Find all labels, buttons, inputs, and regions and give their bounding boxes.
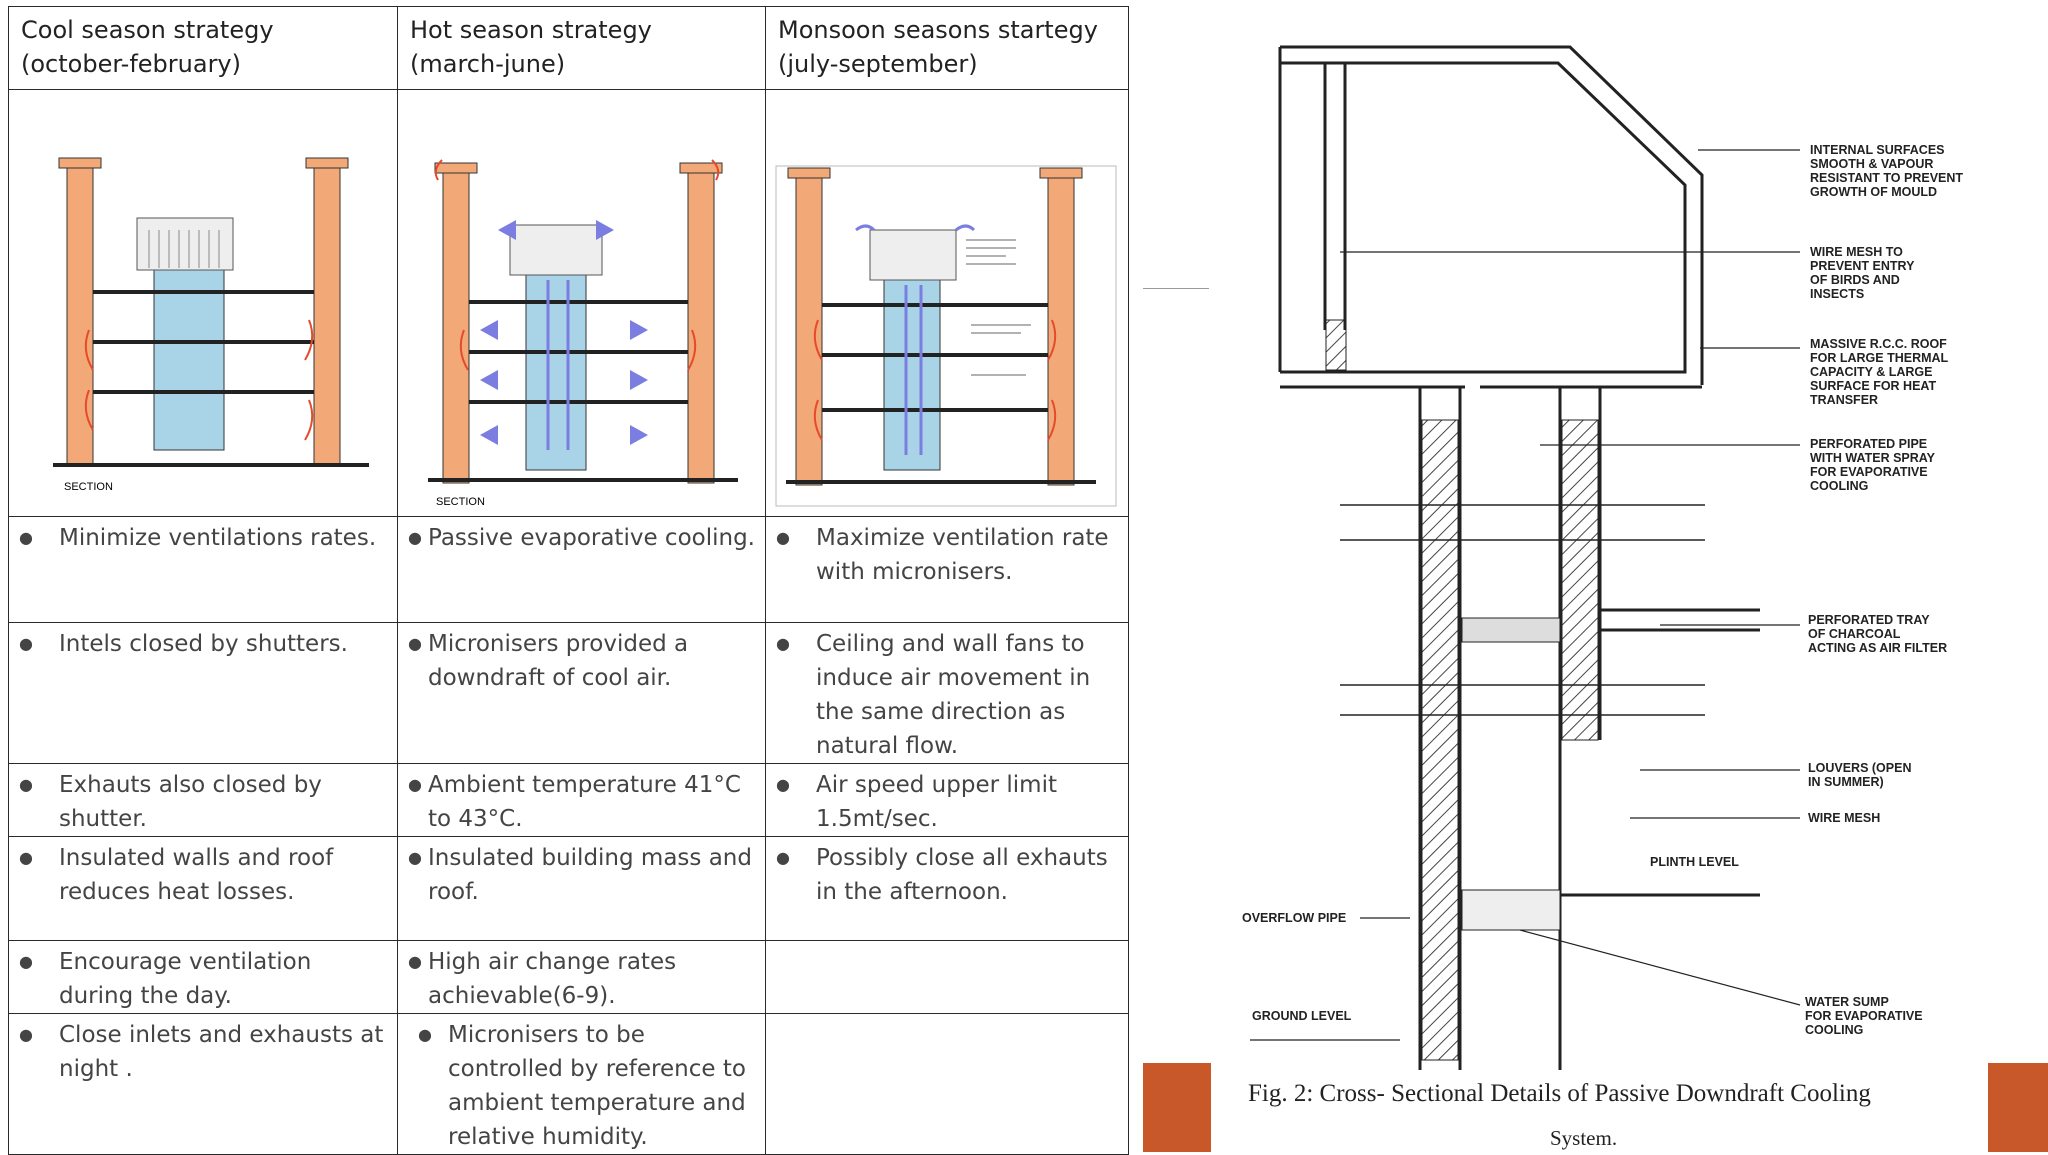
label-plinth-level: PLINTH LEVEL	[1650, 855, 1739, 869]
label-internal-surfaces-4: GROWTH OF MOULD	[1810, 185, 1937, 199]
cell-hot-6: ●Micronisers to be controlled by referen…	[397, 1013, 766, 1155]
label-wire-top-1: WIRE MESH TO	[1810, 245, 1903, 259]
label-internal-surfaces-2: SMOOTH & VAPOUR	[1810, 157, 1933, 171]
cell-cool-1: ●Minimize ventilations rates.	[8, 516, 398, 623]
cell-cool-6: ●Close inlets and exhausts at night .	[8, 1013, 398, 1155]
cell-cool-3: ●Exhauts also closed by shutter.	[8, 763, 398, 837]
label-internal-surfaces-3: RESISTANT TO PREVENT	[1810, 171, 1963, 185]
label-roof-5: TRANSFER	[1810, 393, 1878, 407]
accent-bar-left	[1143, 1063, 1211, 1152]
label-sump-1: WATER SUMP	[1805, 995, 1889, 1009]
hot-section-diagram: SECTION	[397, 89, 766, 517]
strategy-table: Cool season strategy(october-february) H…	[8, 6, 1129, 1155]
label-pipe-1: PERFORATED PIPE	[1810, 437, 1927, 451]
figure-caption: Fig. 2: Cross- Sectional Details of Pass…	[1248, 1080, 1871, 1107]
cell-cool-5: ●Encourage ventilation during the day.	[8, 940, 398, 1014]
cell-hot-5: ●High air change rates achievable(6-9).	[397, 940, 766, 1014]
label-louvers-2: IN SUMMER)	[1808, 775, 1884, 789]
cell-hot-2: ●Micronisers provided a downdraft of coo…	[397, 622, 766, 764]
figure-caption-line2: System.	[1550, 1126, 1618, 1150]
header-hot: Hot season strategy(march-june)	[397, 6, 766, 90]
cell-monsoon-1: ●Maximize ventilation rate with micronis…	[765, 516, 1129, 623]
header-monsoon: Monsoon seasons startegy(july-september)	[765, 6, 1129, 90]
label-overflow-pipe: OVERFLOW PIPE	[1242, 911, 1346, 925]
label-ground-level: GROUND LEVEL	[1252, 1009, 1352, 1023]
cell-cool-4: ●Insulated walls and roof reduces heat l…	[8, 836, 398, 941]
cell-hot-1: ●Passive evaporative cooling.	[397, 516, 766, 623]
monsoon-section-diagram	[765, 89, 1129, 517]
header-cool: Cool season strategy(october-february)	[8, 6, 398, 90]
label-wire-top-2: PREVENT ENTRY	[1810, 259, 1915, 273]
hot-section-label: SECTION	[436, 496, 485, 508]
label-tray-2: OF CHARCOAL	[1808, 627, 1901, 641]
label-roof-1: MASSIVE R.C.C. ROOF	[1810, 337, 1947, 351]
cell-cool-2: ●Intels closed by shutters.	[8, 622, 398, 764]
label-sump-2: FOR EVAPORATIVE	[1805, 1009, 1923, 1023]
label-louvers-1: LOUVERS (OPEN	[1808, 761, 1912, 775]
cell-monsoon-6	[765, 1013, 1129, 1155]
hot-section-svg: SECTION	[428, 159, 738, 508]
label-tray-3: ACTING AS AIR FILTER	[1808, 641, 1947, 655]
label-roof-3: CAPACITY & LARGE	[1810, 365, 1932, 379]
label-wire-mesh: WIRE MESH	[1808, 811, 1880, 825]
label-internal-surfaces-1: INTERNAL SURFACES	[1810, 143, 1945, 157]
cell-hot-4: ●Insulated building mass and roof.	[397, 836, 766, 941]
label-tray-1: PERFORATED TRAY	[1808, 613, 1930, 627]
label-wire-top-4: INSECTS	[1810, 287, 1864, 301]
cool-section-diagram: SECTION	[8, 89, 398, 517]
accent-bar-right	[1988, 1063, 2048, 1152]
cell-monsoon-5	[765, 940, 1129, 1014]
downdraft-cross-section: INTERNAL SURFACES SMOOTH & VAPOUR RESIST…	[1242, 45, 1963, 1070]
label-sump-3: COOLING	[1805, 1023, 1863, 1037]
cool-section-label: SECTION	[64, 481, 113, 493]
cell-monsoon-3: ●Air speed upper limit 1.5mt/sec.	[765, 763, 1129, 837]
label-pipe-3: FOR EVAPORATIVE	[1810, 465, 1928, 479]
divider-line	[1143, 288, 1209, 289]
cell-hot-3: ●Ambient temperature 41°C to 43°C.	[397, 763, 766, 837]
cool-section-svg: SECTION	[53, 157, 369, 493]
monsoon-section-svg	[775, 165, 1117, 507]
label-pipe-4: COOLING	[1810, 479, 1868, 493]
cell-monsoon-4: ●Possibly close all exhauts in the after…	[765, 836, 1129, 941]
label-roof-2: FOR LARGE THERMAL	[1810, 351, 1949, 365]
label-roof-4: SURFACE FOR HEAT	[1810, 379, 1937, 393]
label-wire-top-3: OF BIRDS AND	[1810, 273, 1900, 287]
cell-monsoon-2: ●Ceiling and wall fans to induce air mov…	[765, 622, 1129, 764]
label-pipe-2: WITH WATER SPRAY	[1810, 451, 1936, 465]
